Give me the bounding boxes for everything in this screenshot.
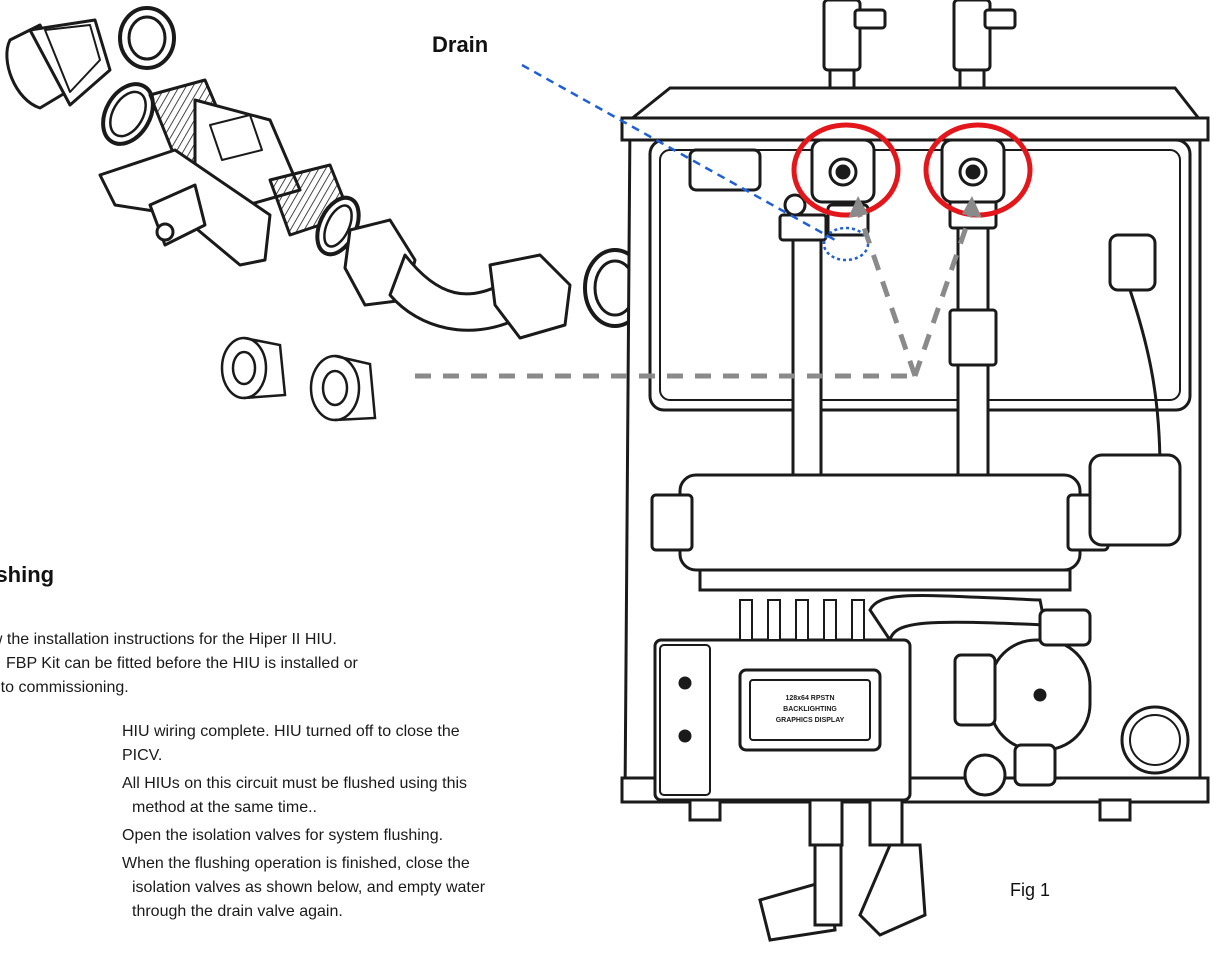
elbow-fitting-left [5,23,72,110]
display-text-line-2: BACKLIGHTING [783,706,837,713]
graphics-display-panel [738,668,882,752]
highlight-circle-left [791,122,901,218]
step-line: isolation valves as shown below, and emp… [132,879,486,896]
step-line: through the drain valve again. [132,903,343,920]
connector-arrowheads [848,196,982,218]
step-line: All HIUs on this circuit must be flushed… [122,775,468,792]
hiu-unit: 128x64 RPSTN BACKLIGHTING GRAPHICS DISPL… [620,0,1210,942]
sensor-housing [1108,233,1157,292]
step-line: When the flushing operation is finished,… [122,855,470,872]
hex-nut-far-right [488,253,572,340]
actuator-head [1088,453,1182,547]
flushing-kit-exploded-view [5,6,647,340]
intro-line: ow the installation instructions for the… [0,631,337,648]
step-line: method at the same time.. [132,799,317,816]
steps-list: HIU wiring complete. HIU turned off to c… [122,720,502,928]
step-line: HIU wiring complete. HIU turned off to c… [122,723,460,740]
intro-line: FBP Kit can be fitted before the HIU is … [6,655,358,672]
top-rail [620,116,1210,142]
intro-text: ow the installation instructions for the… [0,628,502,700]
figure-label: Fig 1 [1010,880,1051,900]
blanking-plugs [220,336,377,422]
bottom-right-gland [1120,705,1190,775]
section-heading: ushing [0,562,55,587]
pipe-left [791,213,823,477]
step-item: All HIUs on this circuit must be flushed… [122,772,502,820]
intro-line: or to commissioning. [0,679,129,696]
step-item: HIU wiring complete. HIU turned off to c… [122,720,502,768]
bottom-drain-valve [858,843,927,937]
upper-frame [648,138,1192,412]
step-line: Open the isolation valves for system flu… [122,827,444,844]
step-line: PICV. [122,747,163,764]
step-item: Open the isolation valves for system flu… [122,824,502,848]
dashed-connectors [415,209,975,379]
heat-exchanger [678,473,1082,572]
display-text-line-1: 128x64 RPSTN [785,695,834,702]
display-text-line-3: GRAPHICS DISPLAY [776,717,845,724]
left-fitting [688,148,762,192]
step-item: When the flushing operation is finished,… [122,852,502,924]
drain-label: Drain [432,32,489,57]
